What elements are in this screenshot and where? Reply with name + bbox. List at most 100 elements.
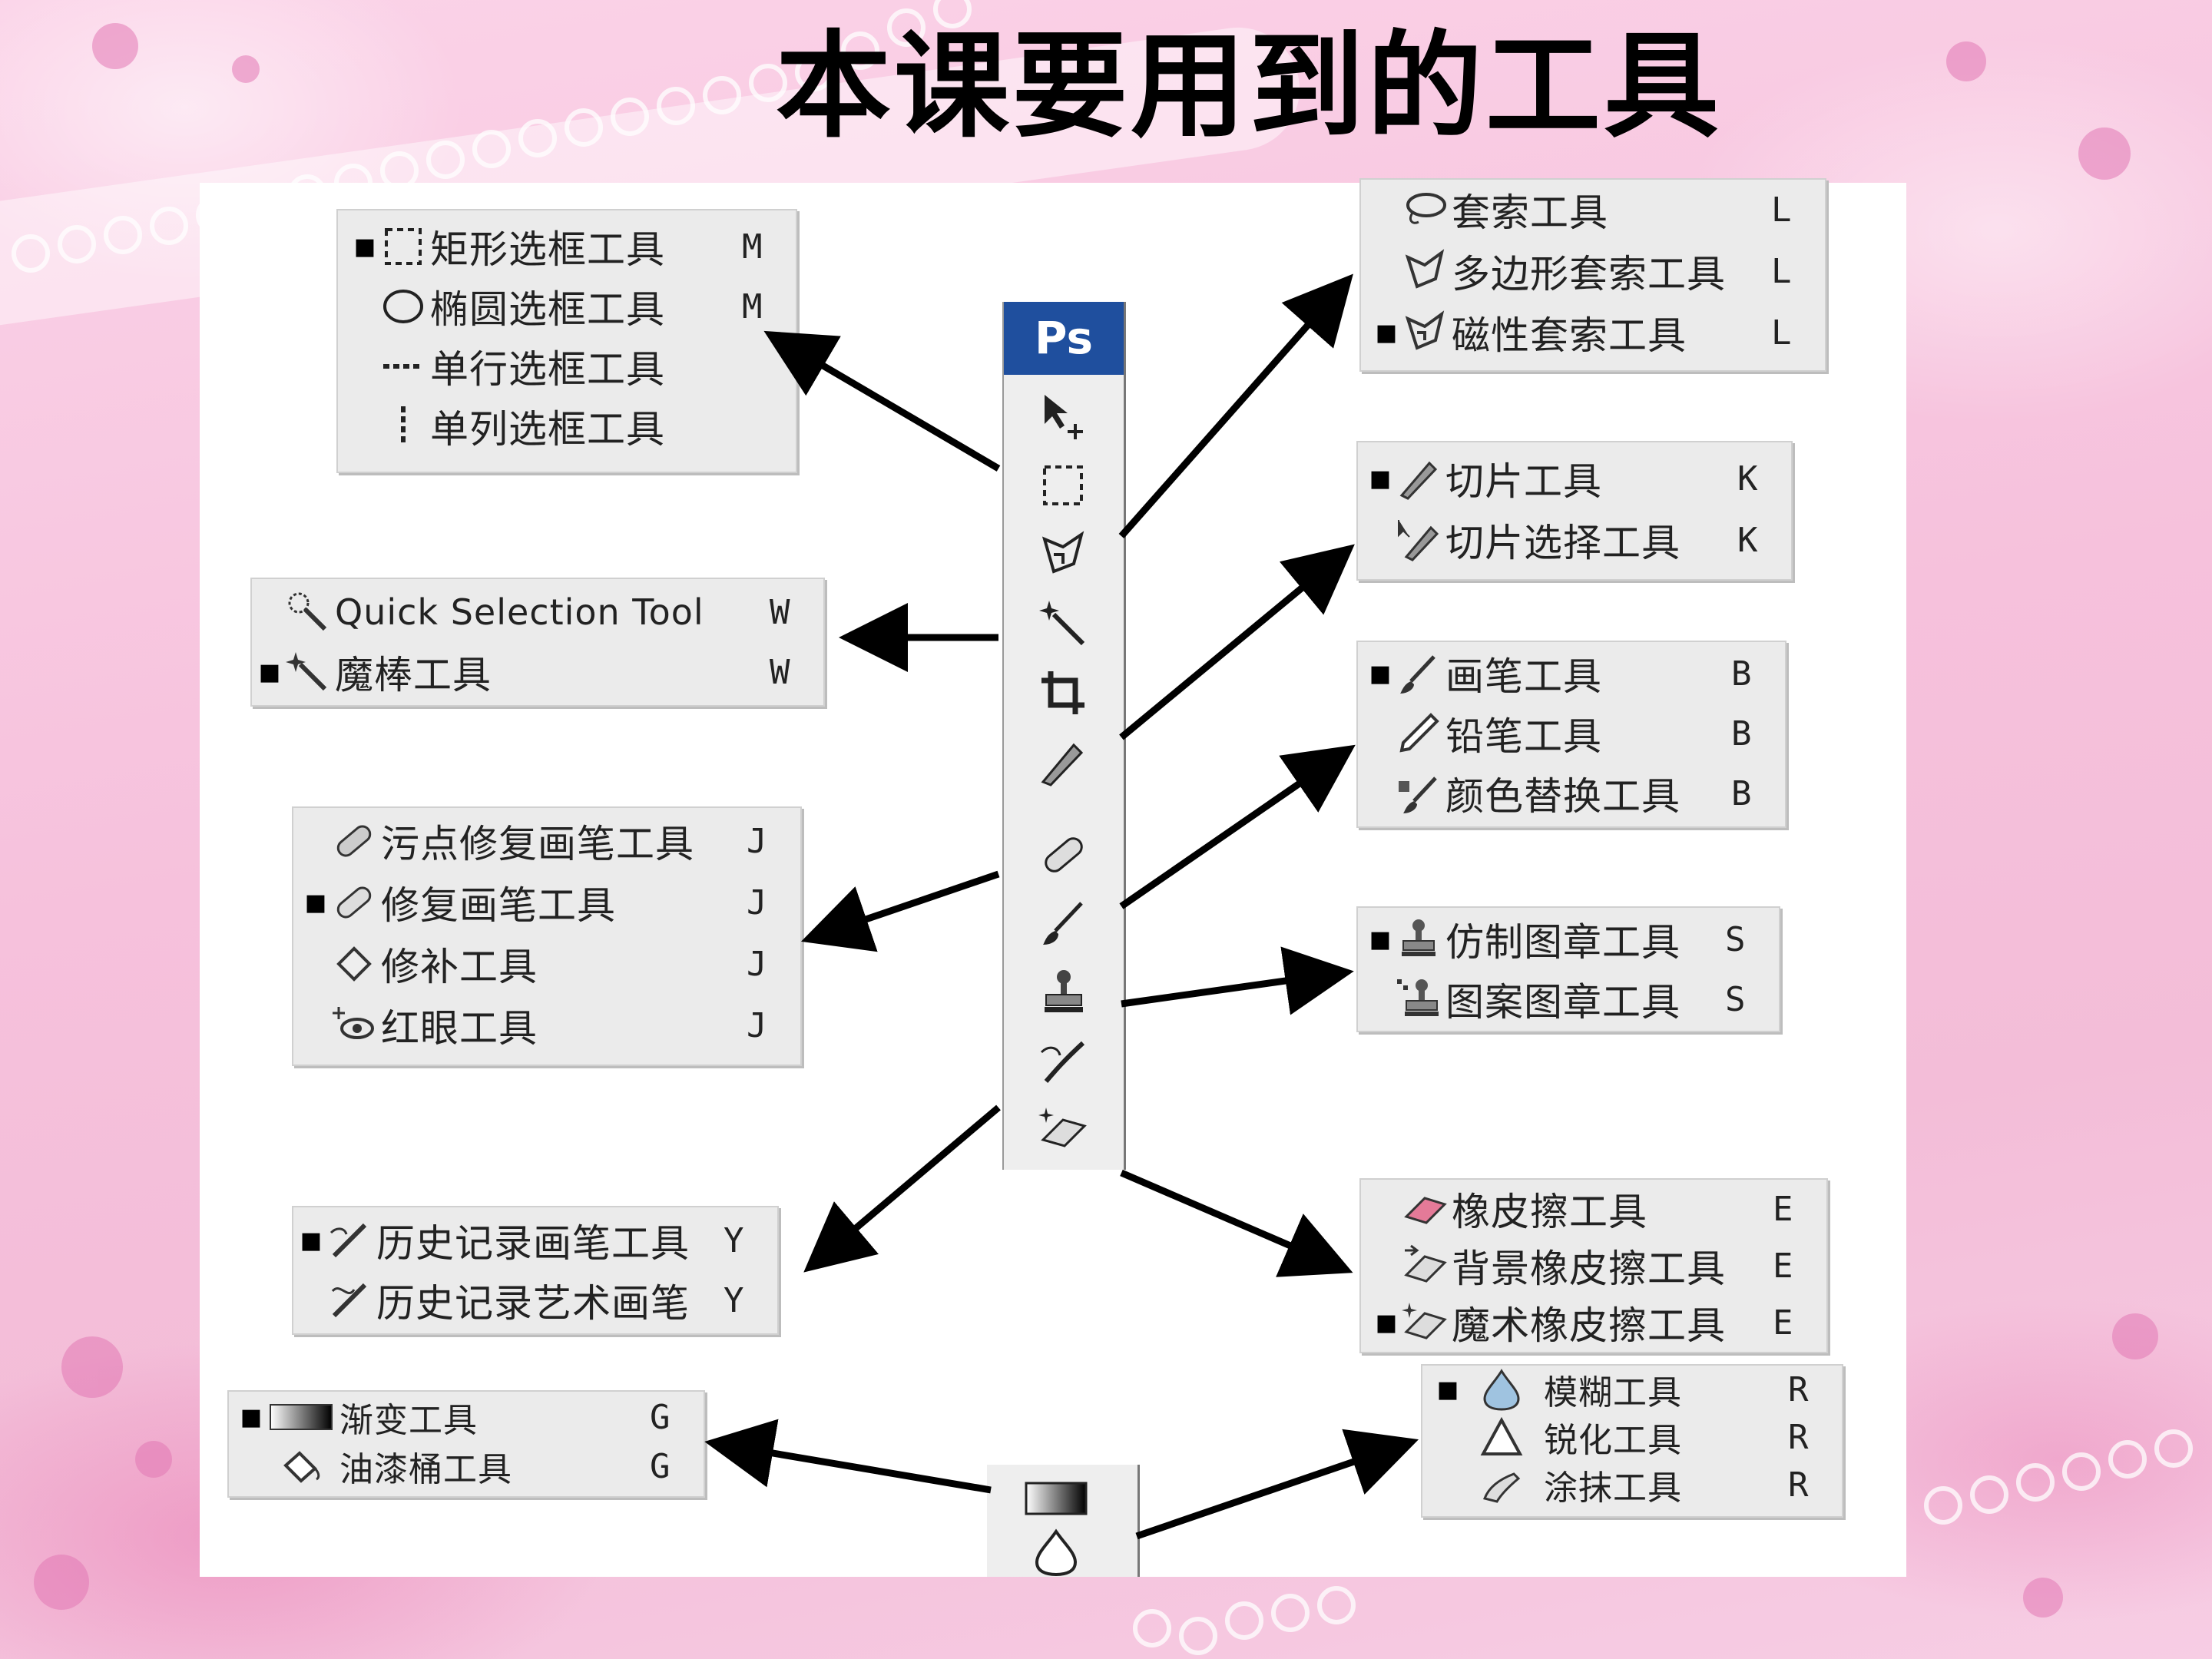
marquee-row-rect[interactable]: ■ 矩形选框工具 M <box>338 217 796 276</box>
selected-bullet: ■ <box>1369 465 1392 492</box>
blur-row-smudge[interactable]: 涂抹工具 R <box>1422 1461 1842 1508</box>
spot-healing-icon <box>327 818 381 864</box>
tool-label: 涂抹工具 <box>1544 1469 1682 1508</box>
shortcut-key: J <box>747 944 767 984</box>
tool-label: 修补工具 <box>381 945 538 989</box>
shortcut-key: M <box>742 227 763 267</box>
marquee-tool-button[interactable] <box>1025 455 1102 517</box>
move-tool-button[interactable] <box>1025 386 1102 448</box>
selected-bullet: ■ <box>353 233 376 260</box>
selected-bullet: ■ <box>240 1403 263 1431</box>
marquee-row-single-column[interactable]: 单列选框工具 <box>338 396 796 456</box>
healing-brush-icon <box>327 879 381 926</box>
quick-row-magic-wand[interactable]: ■ 魔棒工具 W <box>252 642 823 702</box>
shortcut-key: J <box>747 821 767 861</box>
history-row-brush[interactable]: ■ 历史记录画笔工具 Y <box>293 1210 777 1270</box>
lasso-row-polygonal[interactable]: 多边形套索工具 L <box>1361 241 1825 301</box>
lasso-row-magnetic[interactable]: ■ 磁性套索工具 L <box>1361 303 1825 363</box>
slice-tools-panel: ■ 切片工具 K 切片选择工具 K <box>1356 441 1793 581</box>
magic-eraser-icon <box>1398 1300 1452 1346</box>
magic-wand-tool-button[interactable] <box>1025 594 1102 655</box>
eraser-row-background[interactable]: 背景橡皮擦工具 E <box>1361 1237 1826 1295</box>
stamp-row-pattern[interactable]: 图案图章工具 S <box>1358 969 1779 1029</box>
tool-label: 矩形选框工具 <box>430 227 665 272</box>
quick-selection-panel: Quick Selection Tool W ■ 魔棒工具 W <box>250 578 825 707</box>
stamp-row-clone[interactable]: ■ 仿制图章工具 S <box>1358 909 1779 969</box>
healing-brush-icon <box>1045 837 1083 873</box>
art-history-brush-icon <box>323 1277 376 1323</box>
rect-marquee-icon <box>376 224 430 270</box>
move-icon <box>1045 395 1083 439</box>
tool-label: 锐化工具 <box>1544 1421 1682 1460</box>
tool-label: 单列选框工具 <box>430 407 665 452</box>
lasso-row-lasso[interactable]: 套索工具 L <box>1361 180 1825 240</box>
magnetic-lasso-icon <box>1398 310 1452 356</box>
eraser-tool-button[interactable] <box>1025 1101 1102 1162</box>
stamp-tools-panel: ■ 仿制图章工具 S 图案图章工具 S <box>1356 906 1780 1032</box>
shortcut-key: W <box>770 592 790 632</box>
marquee-row-ellipse[interactable]: 椭圆选框工具 M <box>338 276 796 336</box>
healing-row-spot[interactable]: 污点修复画笔工具 J <box>293 811 800 871</box>
eraser-icon <box>1398 1186 1452 1232</box>
shortcut-key: K <box>1737 459 1758 498</box>
tool-label: 历史记录画笔工具 <box>376 1221 690 1266</box>
tool-label: 模糊工具 <box>1544 1373 1682 1412</box>
sharpen-icon <box>1459 1414 1544 1460</box>
quick-row-quick-selection[interactable]: Quick Selection Tool W <box>252 582 823 642</box>
magic-wand-icon <box>281 649 335 695</box>
history-row-art[interactable]: 历史记录艺术画笔 Y <box>293 1270 777 1330</box>
lasso-tool-button[interactable] <box>1025 525 1102 586</box>
tool-label: 油漆桶工具 <box>339 1450 512 1489</box>
crop-tool-button[interactable] <box>1025 663 1102 724</box>
blur-row-sharpen[interactable]: 锐化工具 R <box>1422 1413 1842 1461</box>
slice-row-select[interactable]: 切片选择工具 K <box>1358 510 1791 570</box>
shortcut-key: G <box>650 1446 671 1486</box>
healing-row-patch[interactable]: 修补工具 J <box>293 934 800 994</box>
tool-label: 历史记录艺术画笔 <box>376 1281 690 1326</box>
eraser-tools-panel: 橡皮擦工具 E 背景橡皮擦工具 E ■ 魔术橡皮擦工具 E <box>1359 1178 1828 1353</box>
history-brush-tool-button[interactable] <box>1025 1031 1102 1093</box>
selected-bullet: ■ <box>258 658 281 686</box>
stamp-tool-button[interactable] <box>1025 962 1102 1024</box>
quick-selection-icon <box>281 589 335 635</box>
brush-tool-button[interactable] <box>1025 893 1102 955</box>
healing-row-red-eye[interactable]: 红眼工具 J <box>293 995 800 1055</box>
history-brush-icon <box>323 1217 376 1263</box>
crop-icon <box>1041 671 1084 714</box>
tool-label: 橡皮擦工具 <box>1452 1190 1647 1234</box>
slice-tool-button[interactable] <box>1025 732 1102 793</box>
brush-row-color-replacement[interactable]: 颜色替换工具 B <box>1358 763 1785 823</box>
tool-label: 魔棒工具 <box>335 653 492 697</box>
tool-label: Quick Selection Tool <box>335 591 704 633</box>
selected-bullet: ■ <box>1369 660 1392 687</box>
tool-label: 修复画笔工具 <box>381 883 616 928</box>
eraser-row-eraser[interactable]: 橡皮擦工具 E <box>1361 1180 1826 1238</box>
tool-label: 红眼工具 <box>381 1006 538 1051</box>
blur-row-blur[interactable]: ■ 模糊工具 R <box>1422 1366 1842 1413</box>
gradient-icon <box>263 1394 339 1440</box>
blur-icon <box>1035 1528 1078 1577</box>
tool-label: 污点修复画笔工具 <box>381 822 694 866</box>
gradient-row-gradient[interactable]: ■ 渐变工具 G <box>229 1392 704 1442</box>
shortcut-key: L <box>1771 251 1792 291</box>
shortcut-key: Y <box>724 1220 744 1260</box>
shortcut-key: R <box>1788 1417 1809 1457</box>
blur-tools-panel: ■ 模糊工具 R 锐化工具 R 涂抹工具 R <box>1421 1364 1843 1518</box>
gradient-icon <box>1025 1482 1088 1515</box>
shortcut-key: B <box>1731 773 1752 813</box>
pencil-icon <box>1392 710 1445 757</box>
eraser-row-magic[interactable]: ■ 魔术橡皮擦工具 E <box>1361 1293 1826 1352</box>
brush-icon <box>1392 651 1445 697</box>
marquee-row-single-row[interactable]: 单行选框工具 <box>338 336 796 396</box>
brush-row-pencil[interactable]: 铅笔工具 B <box>1358 704 1785 763</box>
lasso-tools-panel: 套索工具 L 多边形套索工具 L ■ 磁性套索工具 L <box>1359 178 1826 372</box>
shortcut-key: W <box>770 652 790 692</box>
single-row-marquee-icon <box>376 343 430 389</box>
healing-tool-button[interactable] <box>1025 824 1102 886</box>
slice-row-slice[interactable]: ■ 切片工具 K <box>1358 449 1791 508</box>
blur-tool-button[interactable] <box>1018 1522 1094 1583</box>
gradient-row-paint-bucket[interactable]: 油漆桶工具 G <box>229 1441 704 1492</box>
gradient-tool-button[interactable] <box>1018 1468 1094 1529</box>
brush-row-brush[interactable]: ■ 画笔工具 B <box>1358 644 1785 704</box>
healing-row-brush[interactable]: ■ 修复画笔工具 J <box>293 873 800 932</box>
